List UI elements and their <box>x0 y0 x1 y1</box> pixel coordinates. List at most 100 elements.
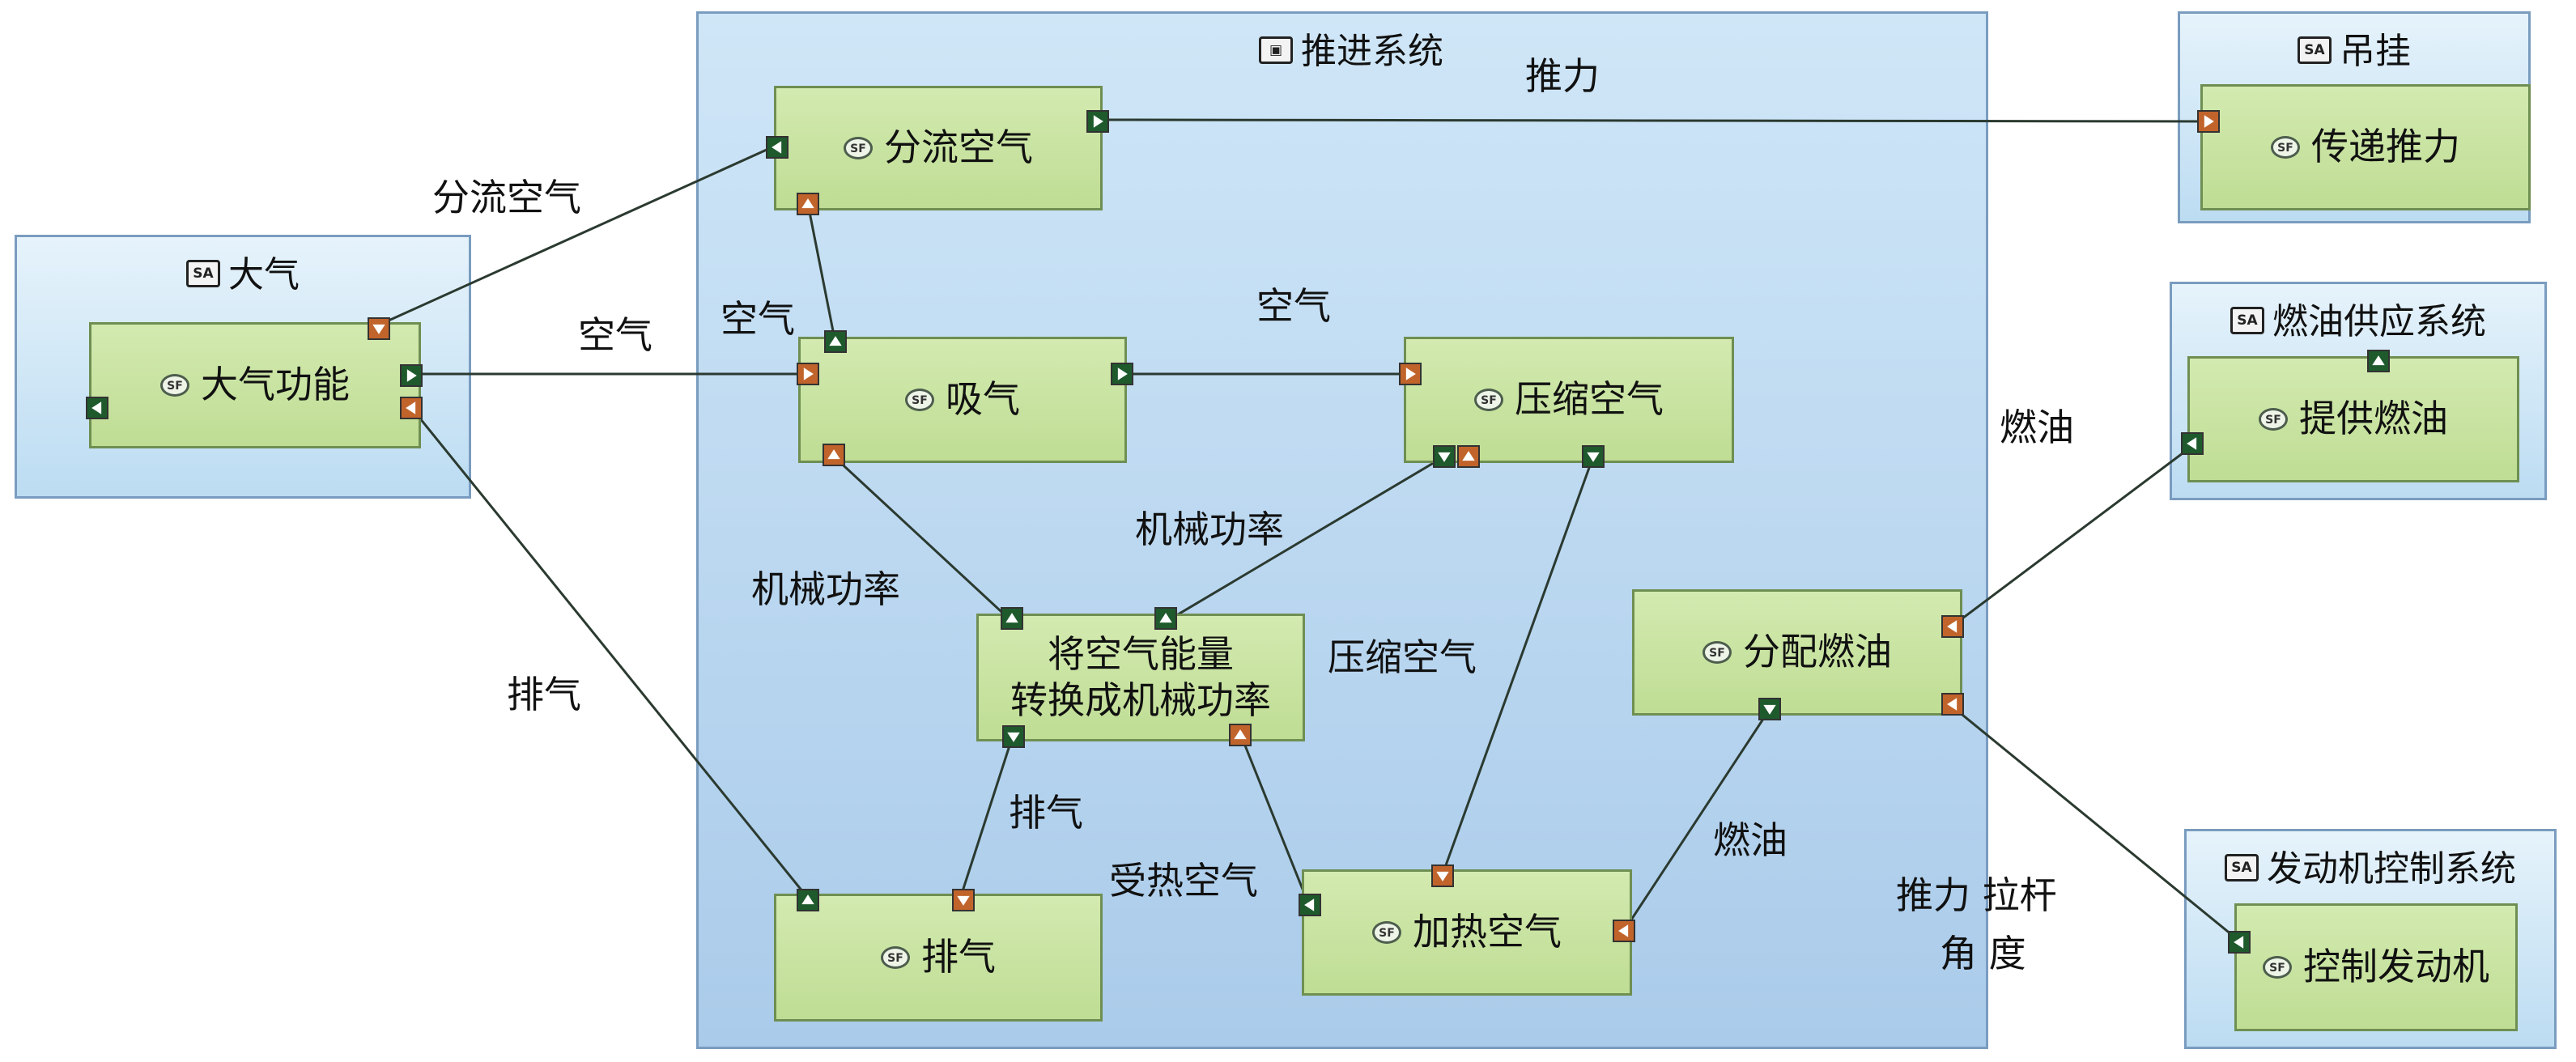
label-exhaust-left: 排气 <box>507 673 581 716</box>
port-arrow-icon <box>829 336 842 346</box>
system-function-icon: SF <box>905 389 934 411</box>
port-split-air-out-right[interactable] <box>1086 110 1109 133</box>
system-function-icon: SF <box>881 946 910 969</box>
port-transfer-thrust-in[interactable] <box>2197 110 2220 133</box>
port-arrow-icon <box>1587 452 1600 462</box>
port-arrow-icon <box>2372 355 2385 366</box>
port-arrow-icon <box>1234 729 1247 740</box>
port-arrow-icon <box>1947 620 1958 633</box>
port-compress-out-bottom-c[interactable] <box>1582 445 1605 468</box>
port-convert-in-top-left[interactable] <box>1001 607 1023 630</box>
function-convert-line1: 将空气能量 <box>1048 631 1234 676</box>
port-arrow-icon <box>1618 924 1629 937</box>
port-control-engine-left[interactable] <box>2228 931 2251 954</box>
port-arrow-icon <box>1005 613 1018 623</box>
port-heat-in-left[interactable] <box>1299 894 1321 916</box>
port-intake-in-top[interactable] <box>824 330 847 353</box>
label-fuel-mid: 燃油 <box>1713 818 1787 862</box>
port-exhaust-in-top-left[interactable] <box>797 889 819 911</box>
port-arrow-icon <box>372 324 385 334</box>
system-actor-icon: SA <box>186 260 220 287</box>
port-arrow-icon <box>801 894 814 905</box>
label-thrust-lever-line1: 推力 拉杆 <box>1896 873 2057 917</box>
function-convert-energy[interactable]: 将空气能量 转换成机械功率 <box>976 614 1305 741</box>
label-split-air: 分流空气 <box>432 176 581 219</box>
port-atmosphere-out-bottom[interactable] <box>400 397 423 419</box>
port-exhaust-in-top-mid[interactable] <box>952 889 975 911</box>
port-convert-out-bottom-left[interactable] <box>1002 725 1025 748</box>
system-function-icon: SF <box>844 137 873 159</box>
system-function-icon: SF <box>2271 136 2300 159</box>
port-distribute-out-right-b[interactable] <box>1941 693 1964 716</box>
port-distribute-out-right-a[interactable] <box>1941 615 1964 638</box>
link-fuel-right <box>1949 442 2196 630</box>
port-arrow-icon <box>801 198 814 209</box>
link-heated-air <box>1239 733 1310 904</box>
port-convert-out-bottom-right[interactable] <box>1229 724 1252 746</box>
port-arrow-icon <box>1438 452 1451 462</box>
port-arrow-icon <box>1947 698 1958 711</box>
port-provide-fuel-left[interactable] <box>2181 432 2204 455</box>
port-arrow-icon <box>1405 367 1416 380</box>
link-fuel-mid <box>1622 708 1771 932</box>
port-intake-out-bottom[interactable] <box>823 444 845 466</box>
port-arrow-icon <box>827 449 840 460</box>
port-compress-out-bottom-a[interactable] <box>1433 445 1456 468</box>
label-exhaust-mid: 排气 <box>1009 791 1083 835</box>
system-actor-icon: SA <box>2230 307 2264 334</box>
port-distribute-out-bottom[interactable] <box>1758 698 1781 720</box>
label-thrust: 推力 <box>1525 54 1600 98</box>
port-intake-out-right[interactable] <box>1111 363 1133 385</box>
port-split-air-in-left[interactable] <box>766 136 789 159</box>
label-mech-power-left: 机械功率 <box>751 567 900 611</box>
label-thrust-lever-line2: 角 度 <box>1940 932 2026 975</box>
link-thrust-lever <box>1949 703 2242 944</box>
port-compress-out-bottom-b[interactable] <box>1457 445 1480 468</box>
port-arrow-icon <box>1436 871 1449 881</box>
port-arrow-icon <box>1763 704 1776 715</box>
port-arrow-icon <box>406 369 417 382</box>
port-arrow-icon <box>1462 451 1475 461</box>
system-function-icon: SF <box>2263 956 2292 979</box>
port-arrow-icon <box>2187 437 2197 450</box>
port-compress-in-left[interactable] <box>1399 363 1422 385</box>
label-fuel-right: 燃油 <box>2000 406 2074 449</box>
port-heat-in-right[interactable] <box>1613 920 1635 942</box>
link-air-split <box>806 203 837 344</box>
function-convert-line2: 转换成机械功率 <box>1010 678 1271 722</box>
label-mech-power-right: 机械功率 <box>1135 508 1284 551</box>
port-arrow-icon <box>91 401 102 414</box>
port-heat-in-top[interactable] <box>1431 864 1454 887</box>
system-actor-icon: SA <box>2298 36 2332 64</box>
port-arrow-icon <box>2234 936 2244 949</box>
port-atmosphere-left[interactable] <box>86 397 108 419</box>
port-split-air-out-bottom[interactable] <box>797 193 819 215</box>
port-arrow-icon <box>772 141 782 154</box>
system-function-icon: SF <box>1372 921 1401 944</box>
label-air-compress: 空气 <box>1256 284 1331 328</box>
port-provide-fuel-in-top[interactable] <box>2367 350 2390 372</box>
port-intake-in-left[interactable] <box>797 363 819 385</box>
link-split-air <box>388 144 776 322</box>
port-atmosphere-out-top[interactable] <box>368 317 390 340</box>
port-arrow-icon <box>803 367 814 380</box>
link-mech-power-left <box>832 455 1012 622</box>
port-arrow-icon <box>1117 367 1128 380</box>
system-function-icon: SF <box>1702 641 1732 664</box>
port-convert-in-top-mid[interactable] <box>1154 607 1177 630</box>
port-atmosphere-out-right[interactable] <box>400 364 423 387</box>
